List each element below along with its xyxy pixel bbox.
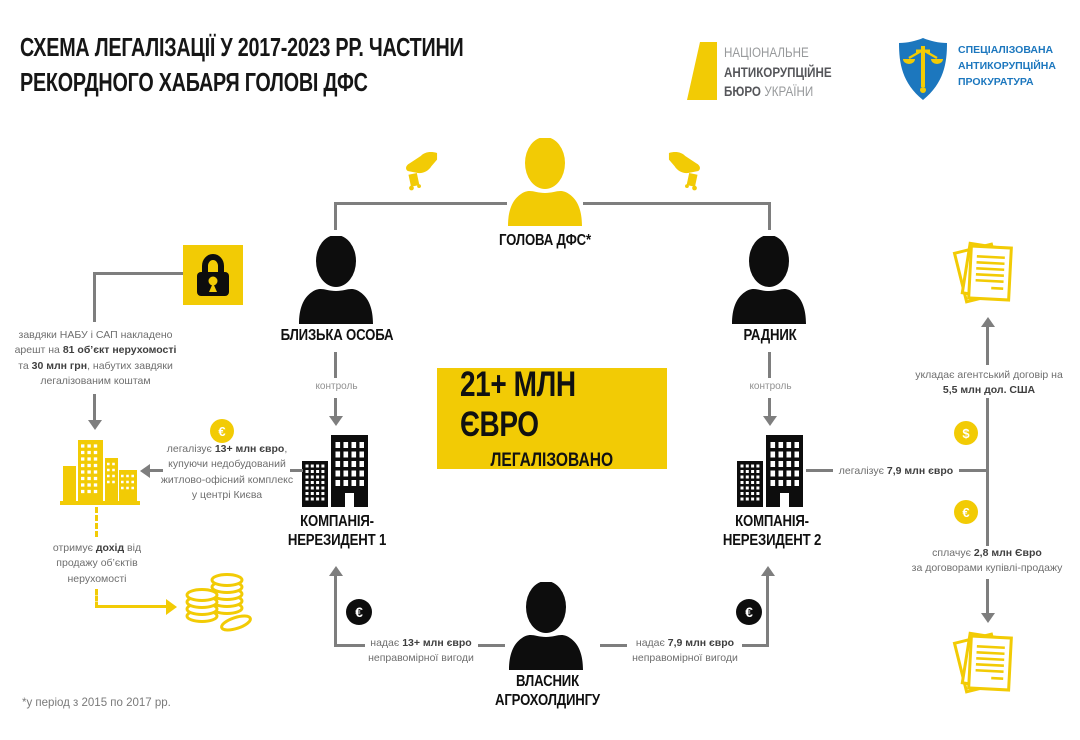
connector-legalize13-left xyxy=(149,469,163,472)
connector-dfs-right-drop xyxy=(768,202,771,230)
label-company1: КОМПАНІЯ- НЕРЕЗИДЕНТ 1 xyxy=(287,513,387,550)
connector-pays-down xyxy=(986,579,989,613)
connector-legalize13-right xyxy=(290,469,303,472)
sap-logo-text: СПЕЦІАЛІЗОВАНА АНТИКОРУПЦІЙНА ПРОКУРАТУР… xyxy=(958,43,1056,90)
annotation-legalize79: легалізує 7,9 млн євро xyxy=(838,465,954,477)
arrowhead-up-icon xyxy=(981,317,995,327)
legalized-amount: 21+ МЛН ЄВРО xyxy=(460,365,576,444)
sap-line-3: ПРОКУРАТУРА xyxy=(958,75,1034,88)
control-label-left: контроль xyxy=(315,381,358,392)
annotation-pays: сплачує 2,8 млн Євро за договорами купів… xyxy=(911,547,1063,575)
label-advisor: РАДНИК xyxy=(743,327,797,344)
arrowhead-down-icon xyxy=(981,613,995,623)
connector-provide13-h2 xyxy=(478,644,505,647)
person-agro-owner-icon xyxy=(509,582,583,670)
annotation-legalize13: легалізує 13+ млн євро, купуючи недобудо… xyxy=(160,443,294,501)
connector-dfs-left-drop xyxy=(334,202,337,230)
person-advisor-icon xyxy=(732,236,806,324)
lock-icon xyxy=(197,254,229,296)
euro-coin: € xyxy=(954,500,978,524)
annotation-provide79: надає 7,9 млн євро неправомірної вигоди xyxy=(632,637,738,665)
label-company2: КОМПАНІЯ- НЕРЕЗИДЕНТ 2 xyxy=(722,513,822,550)
sap-line-2: АНТИКОРУПЦІЙНА xyxy=(958,59,1056,72)
euro-coin: € xyxy=(346,599,372,625)
title-line-1: СХЕМА ЛЕГАЛІЗАЦІЇ У 2017-2023 РР. ЧАСТИН… xyxy=(20,32,464,62)
arrowhead-right-icon xyxy=(166,599,177,615)
label-agro-owner: ВЛАСНИК АГРОХОЛДИНГУ xyxy=(495,673,600,710)
company-buildings-icon xyxy=(737,435,803,507)
control-label-right: контроль xyxy=(749,381,792,392)
sap-emblem-icon xyxy=(899,38,947,100)
arrowhead-down-icon xyxy=(329,416,343,426)
label-head-dfs: ГОЛОВА ДФС* xyxy=(499,232,591,249)
legalized-total-box: 21+ МЛН ЄВРО ЛЕГАЛІЗОВАНО xyxy=(437,365,667,471)
hand-giving-money-icon xyxy=(668,152,700,191)
coin-stacks-icon xyxy=(185,573,252,632)
nabu-logo-icon xyxy=(687,42,717,100)
sap-line-1: СПЕЦІАЛІЗОВАНА xyxy=(958,44,1054,56)
hand-giving-money-icon xyxy=(406,152,438,191)
person-head-dfs-icon xyxy=(508,138,582,226)
arrowhead-down-icon xyxy=(88,420,102,430)
annotation-agent-contract: укладає агентський договір на 5,5 млн до… xyxy=(915,369,1063,397)
control-line-left xyxy=(334,352,337,378)
control-line-left-2 xyxy=(334,398,337,416)
connector-right-column xyxy=(986,398,989,546)
connector-income-dash2 xyxy=(95,589,98,608)
connector-dfs-left xyxy=(335,202,507,205)
arrowhead-up-icon xyxy=(329,566,343,576)
documents-icon xyxy=(952,241,1013,304)
connector-income-arrow xyxy=(96,605,166,608)
title-line-2: РЕКОРДНОГО ХАБАРЯ ГОЛОВІ ДФС xyxy=(20,67,368,98)
connector-dfs-right xyxy=(583,202,771,205)
connector-lock-drop xyxy=(93,272,96,322)
legalized-caption: ЛЕГАЛІЗОВАНО xyxy=(490,450,614,471)
arrowhead-up-icon xyxy=(761,566,775,576)
connector-provide79-up xyxy=(766,576,769,647)
connector-arrest-drop xyxy=(93,394,96,420)
asset-freeze-tile xyxy=(183,245,243,305)
documents-icon xyxy=(952,631,1013,694)
connector-provide79-h1 xyxy=(600,644,627,647)
arrowhead-down-icon xyxy=(763,416,777,426)
page-title: СХЕМА ЛЕГАЛІЗАЦІЇ У 2017-2023 РР. ЧАСТИН… xyxy=(20,30,491,100)
label-close-person: БЛИЗЬКА ОСОБА xyxy=(280,327,394,344)
nabu-line-1: НАЦІОНАЛЬНЕ xyxy=(724,45,809,60)
euro-coin: € xyxy=(736,599,762,625)
control-line-right xyxy=(768,352,771,378)
real-estate-buildings-icon xyxy=(60,440,140,505)
annotation-provide13: надає 13+ млн євро неправомірної вигоди xyxy=(368,637,474,665)
connector-income-dash1 xyxy=(95,507,98,537)
connector-provide13-h1 xyxy=(334,644,365,647)
person-close-icon xyxy=(299,236,373,324)
dollar-coin: $ xyxy=(954,421,978,445)
connector-agent-up xyxy=(986,327,989,365)
nabu-line-2: АНТИКОРУПЦІЙНЕ xyxy=(724,64,832,80)
arrowhead-left-icon xyxy=(140,464,150,478)
footnote: *у період з 2015 по 2017 рр. xyxy=(22,697,171,709)
annotation-arrest: завдяки НАБУ і САП накладено арешт на 81… xyxy=(14,329,177,387)
connector-provide79-h2 xyxy=(742,644,768,647)
connector-provide13-up xyxy=(334,576,337,647)
control-line-right-2 xyxy=(768,398,771,416)
annotation-income: отримує дохід від продажу об’єктів нерух… xyxy=(52,542,142,585)
company-buildings-icon xyxy=(302,435,368,507)
euro-coin: € xyxy=(210,419,234,443)
connector-legalize79-left xyxy=(806,469,833,472)
connector-legalize79-right xyxy=(959,469,986,472)
connector-lock xyxy=(95,272,183,275)
